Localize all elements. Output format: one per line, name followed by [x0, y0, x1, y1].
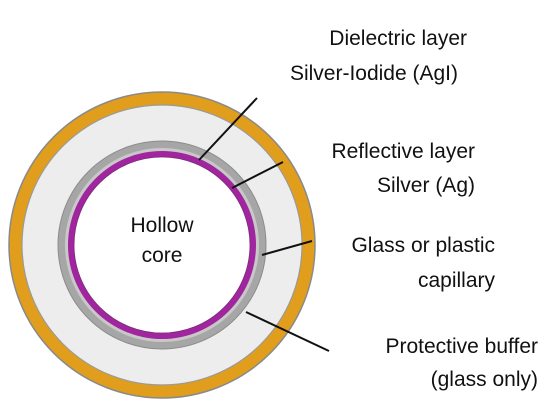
leader-capillary	[261, 240, 313, 256]
buffer-label-line2: (glass only)	[431, 368, 538, 391]
reflective-label-line1: Reflective layer	[331, 140, 475, 163]
reflective-label-line2: Silver (Ag)	[377, 174, 475, 197]
dielectric-label-line2: Silver-Iodide (AgI)	[290, 62, 458, 85]
leader-buffer	[245, 311, 330, 352]
leader-dielectric	[198, 97, 258, 161]
core-label-line1: Hollow	[130, 214, 194, 237]
capillary-label-line2: capillary	[418, 269, 496, 292]
protective-buffer-edge	[8, 91, 316, 399]
leader-reflective	[231, 161, 284, 189]
hollow-core	[73, 156, 251, 334]
dielectric-label-line1: Dielectric layer	[329, 27, 467, 50]
core-label-line2: core	[142, 244, 183, 267]
buffer-label-line1: Protective buffer	[385, 335, 538, 358]
capillary-label-line1: Glass or plastic	[351, 234, 495, 257]
